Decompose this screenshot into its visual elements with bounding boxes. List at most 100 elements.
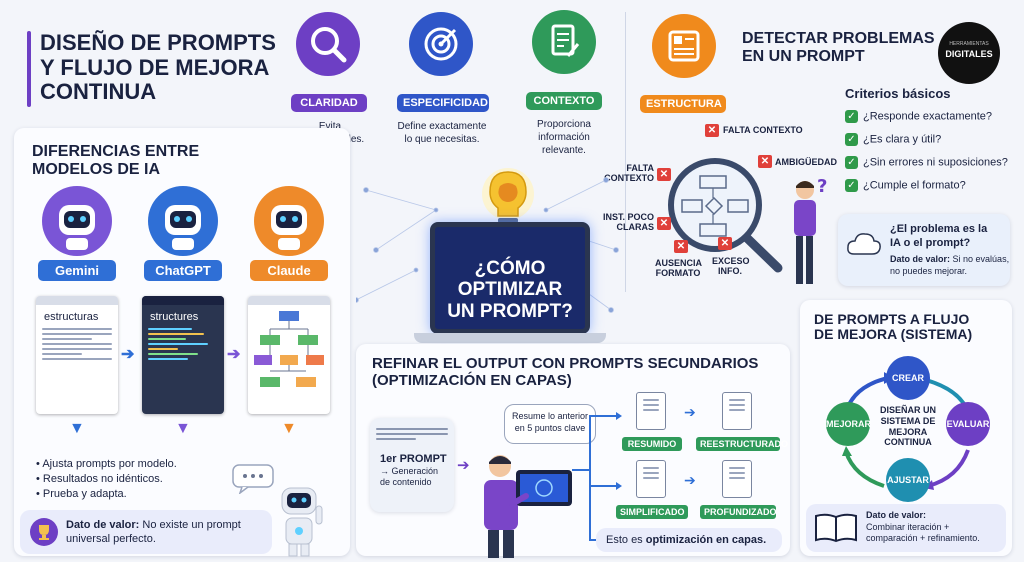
flag-x-icon: ✕ — [758, 155, 772, 168]
arrow-down-icon: ▼ — [175, 420, 191, 437]
flag-x-icon: ✕ — [657, 168, 671, 181]
title-accent-bar — [27, 31, 31, 107]
document-edit-icon — [532, 10, 596, 74]
refine-footer-note: Esto es optimización en capas. — [596, 528, 782, 552]
person-with-tablet — [468, 448, 578, 558]
title-line-3: CONTINUA — [40, 79, 157, 105]
model-label-claude: Claude — [250, 260, 328, 281]
summary-request-bubble: Resume lo anterior en 5 puntos clave — [504, 404, 596, 444]
bubble-text: Resume lo anterior — [511, 411, 589, 421]
claude-output-window — [248, 296, 330, 414]
cycle-value-text: Combinar iteración + — [866, 521, 950, 532]
models-value-text: No existe un prompt — [142, 519, 241, 531]
arrow-right-icon: ➔ — [684, 404, 696, 420]
flowchart-icon — [254, 311, 324, 387]
title-line-2: Y FLUJO DE MEJORA — [40, 54, 270, 80]
list-item: • Resultados no idénticos. — [36, 473, 163, 485]
pillar-label-claridad: CLARIDAD — [291, 94, 367, 112]
thinking-person-figure: ? — [785, 176, 831, 290]
output-label-profundizado: PROFUNDIZADO — [700, 505, 777, 519]
waving-robot-icon — [272, 484, 328, 558]
document-icon — [636, 460, 666, 498]
flag-x-icon: ✕ — [657, 217, 671, 230]
check-icon: ✓ — [845, 179, 858, 192]
gemini-output-text: estructuras — [44, 311, 99, 323]
criteria-item: ✓¿Responde exactamente? — [845, 110, 1008, 123]
models-value-note: Dato de valor: No existe un prompt unive… — [20, 510, 272, 554]
pillar-label-contexto: CONTEXTO — [526, 92, 602, 110]
document-icon — [722, 460, 752, 498]
target-icon — [409, 12, 473, 76]
gemini-output-window: estructuras — [36, 296, 118, 414]
cycle-node-evaluar: EVALUAR — [946, 402, 990, 446]
cycle-value-note: Dato de valor: Combinar iteración + comp… — [806, 504, 1006, 552]
arrow-right-icon: ➔ — [121, 346, 135, 363]
chatgpt-output-window: structures — [142, 296, 224, 414]
criteria-item: ✓¿Sin errores ni suposiciones? — [845, 156, 1008, 169]
criteria-item: ✓¿Cumple el formato? — [845, 179, 1008, 192]
arrow-right-icon: ➔ — [227, 346, 241, 363]
footer-text-bold: optimización en capas. — [645, 534, 767, 546]
criteria-item: ✓¿Es clara y útil? — [845, 133, 1008, 146]
models-value-label: Dato de valor: — [66, 519, 140, 531]
models-bullets: • Ajusta prompts por modelo. • Resultado… — [36, 458, 177, 503]
flag-x-icon: ✕ — [674, 240, 688, 253]
first-prompt-label: 1er PROMPT — [380, 453, 447, 465]
chat-bubble-icon — [232, 464, 274, 496]
cycle-value-label: Dato de valor: — [866, 510, 927, 520]
book-icon — [814, 512, 858, 544]
title-line-1: DISEÑO DE PROMPTS — [40, 30, 276, 55]
refine-title: REFINAR EL OUTPUT CON PROMPTS SECUNDARIO… — [372, 355, 759, 389]
chatgpt-output-text: structures — [150, 311, 199, 323]
flag-x-icon: ✕ — [718, 237, 732, 250]
models-value-text: universal perfecto. — [66, 533, 156, 546]
laptop-screen — [430, 222, 590, 334]
gemini-robot-icon — [42, 186, 112, 256]
output-label-simplificado: SIMPLIFICADO — [616, 505, 688, 519]
list-item: • Prueba y adapta. — [36, 488, 127, 500]
svg-text:?: ? — [817, 178, 827, 197]
arrow-right-icon: ➔ — [684, 472, 696, 488]
model-label-gemini: Gemini — [38, 260, 116, 281]
criteria-list: ✓¿Responde exactamente? ✓¿Es clara y úti… — [845, 110, 1008, 195]
list-item: • Ajusta prompts por modelo. — [36, 458, 177, 470]
model-label-chatgpt: ChatGPT — [144, 260, 222, 281]
pillar-label-especificidad: ESPECIFICIDAD — [397, 94, 489, 112]
cycle-value-text: comparación + refinamiento. — [866, 533, 980, 544]
magnifier-icon — [296, 12, 360, 76]
check-icon: ✓ — [845, 110, 858, 123]
trophy-icon — [30, 518, 58, 546]
document-icon — [722, 392, 752, 430]
vertical-divider — [625, 12, 626, 292]
footer-text: Esto es — [606, 534, 646, 546]
output-label-resumido: RESUMIDO — [622, 437, 682, 451]
claude-robot-icon — [254, 186, 324, 256]
flag-x-icon: ✕ — [705, 124, 719, 137]
check-icon: ✓ — [845, 156, 858, 169]
bubble-text: en 5 puntos clave — [514, 422, 586, 433]
thought-cloud-icon — [846, 230, 882, 258]
flag-ambiguedad: AMBIGÜEDAD — [775, 157, 837, 167]
detect-value-note: Dato de valor: Si no evalúas, no puedes … — [890, 254, 1010, 276]
laptop-base — [414, 333, 606, 343]
brand-logo: HERRAMIENTAS DIGITALES — [938, 22, 1000, 84]
problem-magnifier-diagram — [660, 150, 790, 280]
pillar-label-estructura: ESTRUCTURA — [640, 95, 726, 113]
arrow-down-icon: ▼ — [69, 420, 85, 437]
layout-icon — [652, 14, 716, 78]
